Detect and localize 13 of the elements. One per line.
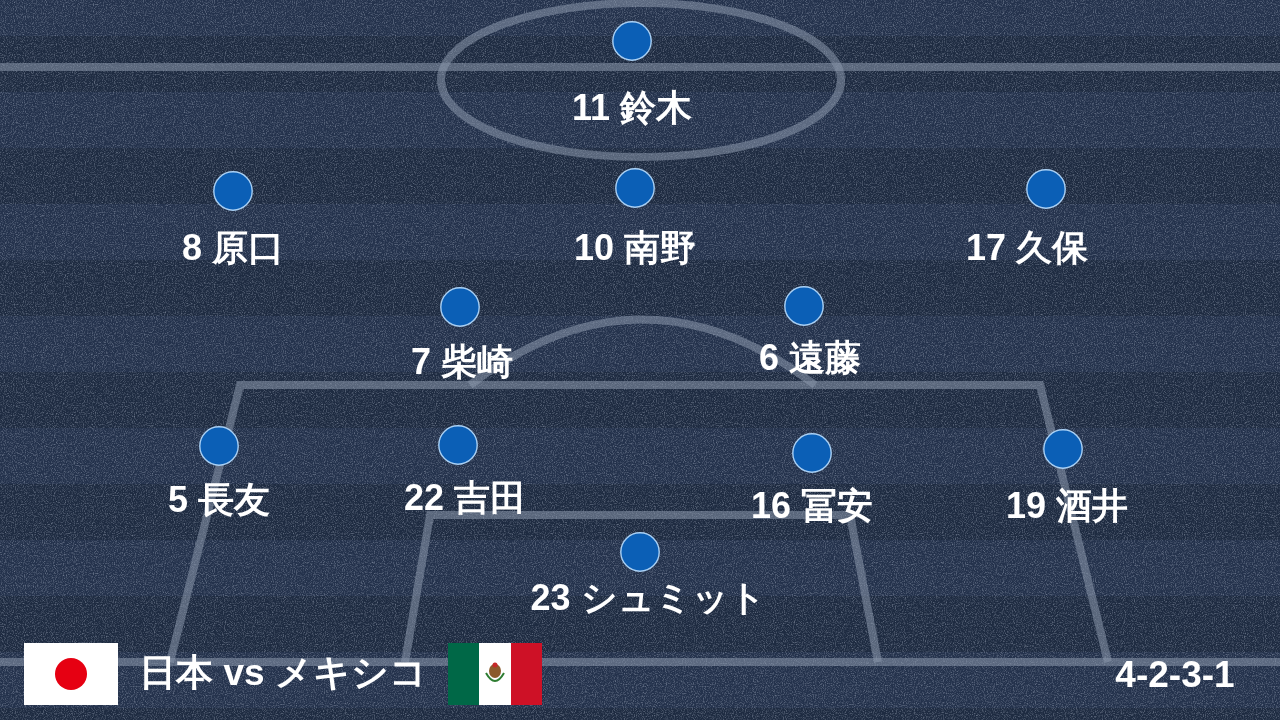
player-name: 17 久保 — [966, 228, 1088, 268]
player-name: 23 シュミット — [530, 578, 766, 618]
player-name: 19 酒井 — [1006, 486, 1128, 526]
formation-label: 4-2-3-1 — [1115, 654, 1235, 696]
player-name: 5 長友 — [168, 480, 270, 520]
player-name: 8 原口 — [182, 228, 284, 268]
player-name: 10 南野 — [574, 228, 696, 268]
player-name: 16 冨安 — [751, 486, 873, 526]
match-title: 日本 vs メキシコ — [139, 652, 427, 694]
player-name: 6 遠藤 — [759, 338, 861, 378]
player-name: 7 柴崎 — [411, 342, 513, 382]
player-name: 11 鈴木 — [571, 88, 693, 128]
player-name: 22 吉田 — [404, 478, 526, 518]
